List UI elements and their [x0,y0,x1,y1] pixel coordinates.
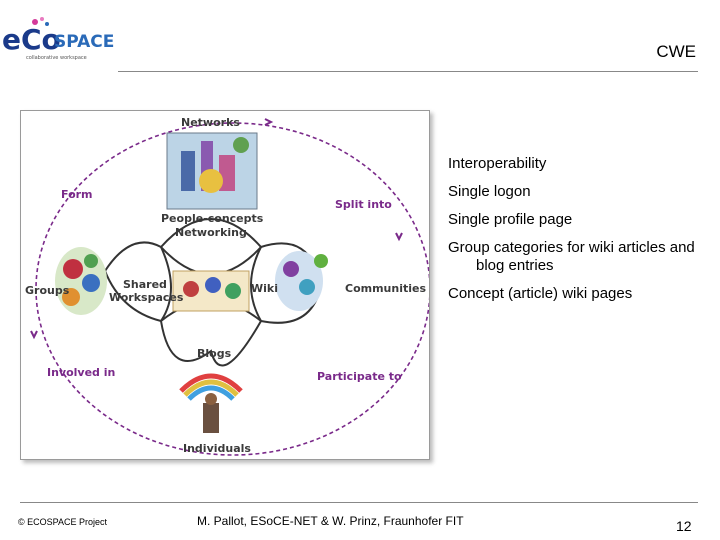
label-wiki: Wiki [251,282,278,295]
petal-right [250,242,323,324]
shared-workspaces-illustration [172,270,250,312]
label-blogs: Blogs [197,347,232,360]
author-credit: M. Pallot, ESoCE-NET & W. Prinz, Fraunho… [197,514,464,528]
feature-item: Interoperability [448,155,547,172]
ring-arrow-right [395,232,403,242]
label-workspaces: Workspaces [109,291,184,304]
page-number: 12 [676,518,692,534]
label-networking: Networking [175,226,247,239]
label-groups: Groups [25,284,70,297]
blogs-illustration [179,373,243,433]
outer-cycle-ring [35,122,429,456]
label-participate-to: Participate to [317,370,402,383]
label-form: Form [61,188,93,201]
cwe-diagram: Networks Form Split into People-concepts… [20,110,430,460]
ring-arrow-left [30,330,38,340]
feature-list: Interoperability Single logon Single pro… [448,155,718,313]
label-split-into: Split into [335,198,392,211]
logo-eco-text: eCo [2,23,61,56]
label-individuals: Individuals [183,442,251,455]
slide-title: CWE [656,42,696,61]
logo-sparkle-icon [32,19,38,25]
label-networks: Networks [181,116,240,129]
logo-sparkle-icon-3 [45,22,49,26]
feature-item: Concept (article) wiki pages [448,285,633,302]
logo-tagline: collaborative workspace [26,55,87,61]
ecospace-logo: eCo SPACE collaborative workspace [0,12,120,64]
logo-space-text: SPACE [54,32,114,52]
feature-item: Single logon [448,183,531,200]
label-shared: Shared [123,278,167,291]
label-involved-in: Involved in [47,366,116,379]
groups-illustration [55,247,107,315]
feature-item: Group categories for wiki articles and b… [448,239,695,274]
ring-arrow-top [264,118,274,126]
copyright-text: © ECOSPACE Project [18,517,107,527]
label-people-concepts: People-concepts [161,212,264,225]
logo-sparkle-icon-2 [40,17,44,21]
header-divider [118,71,698,72]
feature-item: Single profile page [448,211,573,228]
diagram-graphics [30,118,429,456]
label-communities: Communities [345,282,427,295]
networks-illustration [166,132,258,210]
communities-illustration [275,251,328,311]
footer-divider [20,502,698,503]
petal-left [103,241,172,323]
